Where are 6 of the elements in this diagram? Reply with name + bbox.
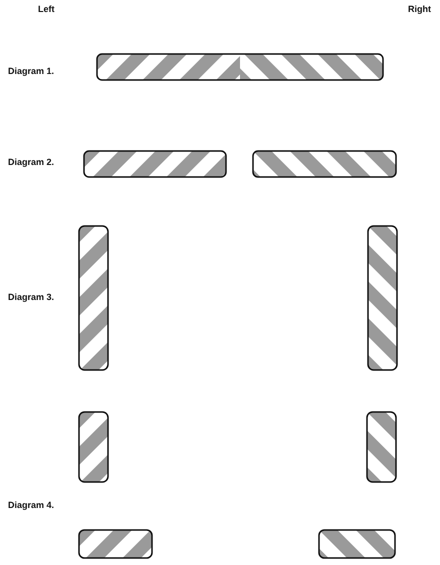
diagram-label: Diagram 4. [8, 500, 54, 510]
side-label: Right [408, 4, 431, 14]
diagram-label: Diagram 1. [8, 66, 54, 76]
diagram-label: Diagram 2. [8, 157, 54, 167]
diagram-label: Diagram 3. [8, 292, 54, 302]
side-label: Left [38, 4, 54, 14]
